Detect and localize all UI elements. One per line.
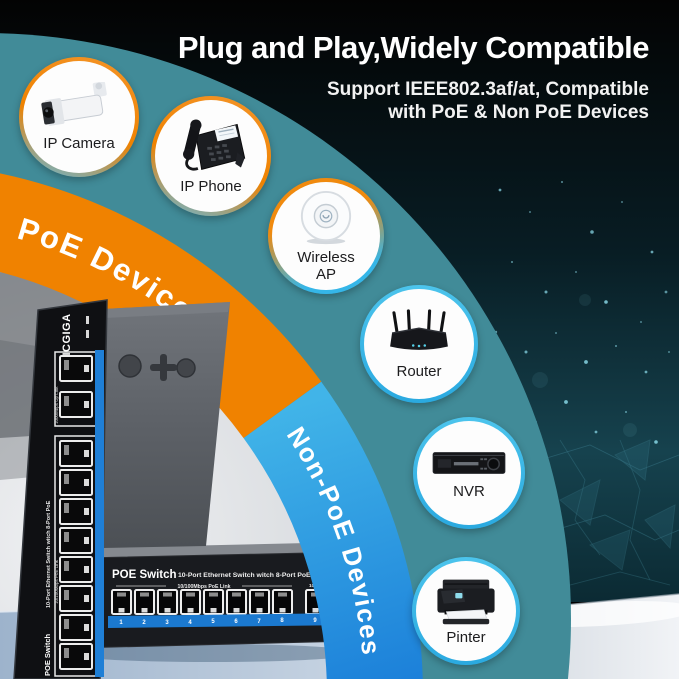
vswitch-port-stripe <box>95 350 104 677</box>
vertical-switch: NICGIGA POE Switch 10-Port Ethernet Swit… <box>13 299 230 679</box>
printer-icon <box>431 576 501 626</box>
page-title: Plug and Play,Widely Compatible <box>177 30 650 65</box>
device-ip-phone: IP Phone <box>151 96 271 216</box>
svg-text:9: 9 <box>313 618 317 624</box>
wireless-ap-icon <box>295 190 357 246</box>
hswitch-description: 10-Port Ethernet Switch witch 8-Port PoE <box>178 572 311 579</box>
svg-text:6: 6 <box>234 619 238 625</box>
vswitch-description: 10-Port Ethernet Switch witch 8-Port PoE <box>46 500 52 608</box>
device-label: NVR <box>453 483 485 500</box>
page-subtitle: Support IEEE802.3af/at, Compatible with … <box>178 78 649 124</box>
svg-text:1: 1 <box>119 620 123 626</box>
nvr-icon <box>430 446 508 480</box>
device-nvr: NVR <box>413 417 525 529</box>
device-wireless-ap: Wireless AP <box>268 178 384 294</box>
device-label: Router <box>396 363 442 380</box>
device-label: Wireless AP <box>297 248 355 283</box>
particle-texture <box>469 181 670 444</box>
vswitch-name: POE Switch <box>43 633 52 676</box>
headline-block: Plug and Play,Widely Compatible Support … <box>177 30 650 124</box>
svg-text:5: 5 <box>211 619 215 625</box>
svg-text:3: 3 <box>165 620 169 626</box>
poe-band <box>0 173 322 439</box>
device-ip-camera: IP Camera <box>19 57 139 177</box>
device-label: IP Camera <box>43 135 115 152</box>
svg-text:8: 8 <box>280 618 284 624</box>
svg-text:2: 2 <box>142 620 146 626</box>
ip-phone-icon <box>174 117 248 175</box>
svg-text:4: 4 <box>188 620 192 626</box>
device-label: Pinter <box>446 629 486 646</box>
ip-camera-icon <box>39 82 119 132</box>
device-printer: Pinter <box>412 557 520 665</box>
hswitch-poe-label: 10/100Mbps PoE Link <box>177 584 230 590</box>
port-number-stripe <box>108 613 354 628</box>
mount-cross-hole <box>150 354 177 381</box>
vswitch-uplink-label: 1000Mbps Up Link <box>54 386 59 424</box>
svg-text:7: 7 <box>257 619 261 625</box>
vswitch-poe-label: 10/100Mbps PoE Link <box>54 559 59 604</box>
horizontal-switch: POE Switch 10-Port Ethernet Switch witch… <box>75 542 354 649</box>
subtitle-line-1: Support IEEE802.3af/at, Compatible <box>326 79 649 100</box>
router-icon <box>383 308 455 360</box>
device-label: IP Phone <box>180 178 242 195</box>
subtitle-line-2: with PoE & Non PoE Devices <box>388 102 649 123</box>
non-poe-band <box>243 381 423 679</box>
device-router: Router <box>360 285 478 403</box>
hswitch-name: POE Switch <box>112 569 177 581</box>
